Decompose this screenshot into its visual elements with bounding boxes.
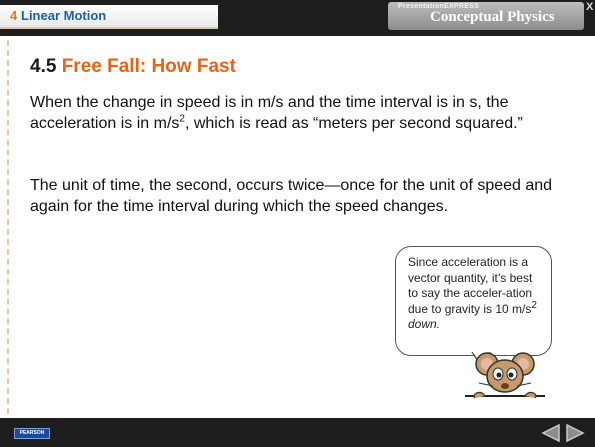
bottom-bar: PEARSON (0, 418, 595, 447)
chapter-tab: 4 Linear Motion (0, 5, 218, 29)
close-button[interactable]: X (586, 1, 594, 13)
bubble-text-main: Since acceleration is a vector quantity,… (408, 255, 533, 316)
paragraph-2: The unit of time, the second, occurs twi… (30, 177, 553, 215)
brand-small-text: PresentationEXPRESS (398, 3, 480, 10)
section-title: Free Fall: How Fast (61, 56, 236, 77)
paragraph-1: When the change in speed is in m/s and t… (30, 92, 570, 134)
bubble-text: Since acceleration is a vector quantity,… (408, 255, 544, 333)
paragraph-1-text-a: When the change in speed is in m/s and t… (30, 94, 509, 132)
mouse-mascot-icon (465, 352, 545, 399)
bubble-italic: down. (408, 317, 441, 331)
paragraph-1-text-b: , which is read as “meters per second sq… (184, 115, 523, 132)
brand-title: Conceptual Physics (430, 9, 555, 25)
left-dashed-rule (7, 40, 9, 414)
paragraph-1-superscript: 2 (179, 113, 185, 125)
speech-bubble: Since acceleration is a vector quantity,… (395, 246, 552, 356)
triangle-left-icon[interactable] (540, 423, 562, 443)
publisher-logo: PEARSON (14, 428, 50, 439)
top-bar: 4 Linear Motion PresentationEXPRESS Conc… (0, 0, 595, 36)
bubble-superscript: 2 (531, 299, 537, 311)
chapter-title: Linear Motion (21, 8, 107, 23)
section-number: 4.5 (30, 56, 57, 77)
brand-logo: PresentationEXPRESS Conceptual Physics (388, 2, 584, 30)
slide-heading: 4.5 Free Fall: How Fast (30, 56, 236, 78)
chapter-number: 4 (10, 8, 18, 23)
triangle-right-icon[interactable] (564, 423, 586, 443)
